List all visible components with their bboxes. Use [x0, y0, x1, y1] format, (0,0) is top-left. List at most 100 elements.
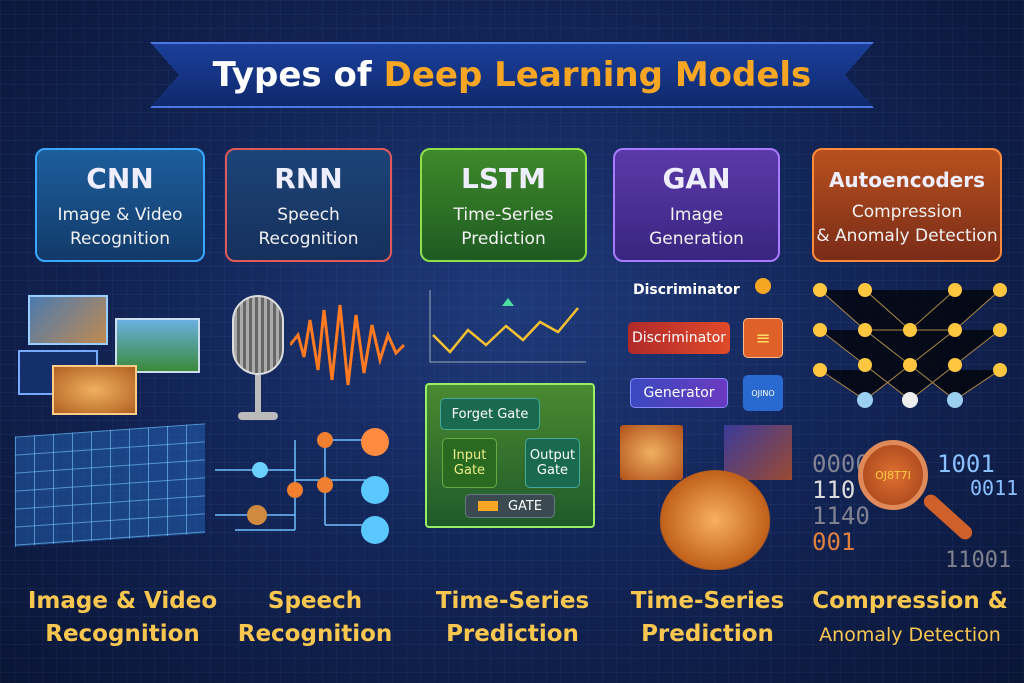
discriminator-label: Discriminator	[631, 330, 727, 346]
card-desc: Recognition	[258, 229, 359, 249]
neuron	[993, 363, 1007, 377]
rnn-node	[361, 428, 389, 456]
rnn-node	[361, 516, 389, 544]
neuron	[858, 358, 872, 372]
convolution-grid-icon	[15, 423, 205, 547]
gan-node	[755, 278, 771, 294]
rnn-node	[287, 482, 303, 498]
neuron	[813, 323, 827, 337]
binary-text: 11001	[945, 548, 1012, 573]
autoencoder-network-diagram	[813, 283, 1007, 408]
title-part1: Types of	[212, 55, 372, 95]
bottom-label-autoencoders: Compression & Anomaly Detection	[805, 585, 1015, 652]
bottom-label-line: Time-Series	[630, 588, 785, 614]
neuron	[993, 323, 1007, 337]
title-part2: Deep Learning Models	[383, 55, 812, 95]
neuron	[858, 323, 872, 337]
card-title: GAN	[662, 162, 731, 195]
image-thumbnail-cat-face	[52, 365, 137, 415]
card-title: Autoencoders	[828, 168, 986, 192]
neuron	[903, 358, 917, 372]
card-desc: Compression	[851, 202, 963, 222]
output-gate-label: Output	[529, 448, 576, 463]
gate-label: GATE	[507, 498, 543, 514]
card-title: CNN	[86, 162, 154, 195]
binary-text: 0011	[970, 476, 1019, 500]
gate-indicator-icon	[477, 501, 498, 511]
card-desc: Image	[669, 205, 724, 225]
rnn-node	[252, 462, 268, 478]
rnn-node	[317, 432, 333, 448]
input-gate-label: Gate	[453, 463, 486, 478]
bottom-label-line: Anomaly Detection	[819, 624, 1001, 646]
card-desc: Generation	[649, 229, 744, 249]
bottom-label-line: Time-Series	[435, 588, 590, 614]
neuron	[902, 392, 918, 408]
rnn-node	[317, 477, 333, 493]
card-title: RNN	[274, 162, 343, 195]
neuron	[857, 392, 873, 408]
bottom-label-line: Prediction	[641, 621, 774, 647]
gate-box: GATE	[465, 494, 555, 518]
microphone-stand-icon	[255, 375, 261, 415]
binary-text: 1140	[812, 502, 870, 530]
input-gate-label: Input	[452, 448, 487, 463]
microphone-base-icon	[238, 412, 278, 420]
bottom-label-line: Compression &	[812, 588, 1008, 614]
generator-icon-text: OJINO	[751, 388, 775, 398]
discriminator-box: Discriminator	[628, 322, 730, 354]
bottom-label-line: Prediction	[446, 621, 579, 647]
gan-top-label: Discriminator	[633, 282, 740, 298]
generator-label: Generator	[643, 385, 715, 401]
forget-gate-label: Forget Gate	[451, 406, 529, 422]
neuron	[948, 358, 962, 372]
card-desc: Speech	[277, 205, 340, 225]
cat-illustration	[660, 470, 770, 570]
card-desc: & Anomaly Detection	[816, 226, 998, 246]
bottom-label-line: Recognition	[45, 621, 200, 647]
time-series-chart-icon	[429, 290, 586, 363]
rnn-node	[247, 505, 267, 525]
sound-wave-icon	[290, 304, 406, 386]
neuron	[947, 392, 963, 408]
image-thumbnail-sports	[115, 318, 200, 373]
binary-text: 110	[812, 476, 856, 504]
magnifying-glass-icon: OJ8T7I	[858, 440, 928, 510]
generator-box: Generator	[630, 378, 728, 408]
binary-text: 1001	[937, 450, 995, 478]
rnn-node	[361, 476, 389, 504]
output-gate-label: Gate	[536, 463, 569, 478]
forget-gate: Forget Gate	[440, 398, 540, 430]
real-cat-image	[620, 425, 683, 480]
card-desc: Recognition	[69, 229, 171, 249]
neuron	[948, 283, 962, 297]
lens-text: OJ8T7I	[875, 468, 911, 482]
neuron	[813, 363, 827, 377]
discriminator-output-icon: ≡	[743, 318, 783, 358]
card-desc: Time-Series	[453, 205, 554, 225]
binary-text: 001	[812, 528, 856, 556]
neuron	[903, 323, 917, 337]
bottom-label-line: Recognition	[237, 621, 393, 647]
card-title: LSTM	[461, 162, 546, 195]
neuron	[813, 283, 827, 297]
image-thumbnail-cat	[28, 295, 108, 345]
generated-image	[724, 425, 792, 480]
neuron	[858, 283, 872, 297]
microphone-icon	[232, 295, 284, 375]
neuron	[948, 323, 962, 337]
bottom-label-line: Speech	[267, 588, 363, 614]
neuron	[993, 283, 1007, 297]
bottom-label-line: Image & Video	[27, 588, 218, 614]
